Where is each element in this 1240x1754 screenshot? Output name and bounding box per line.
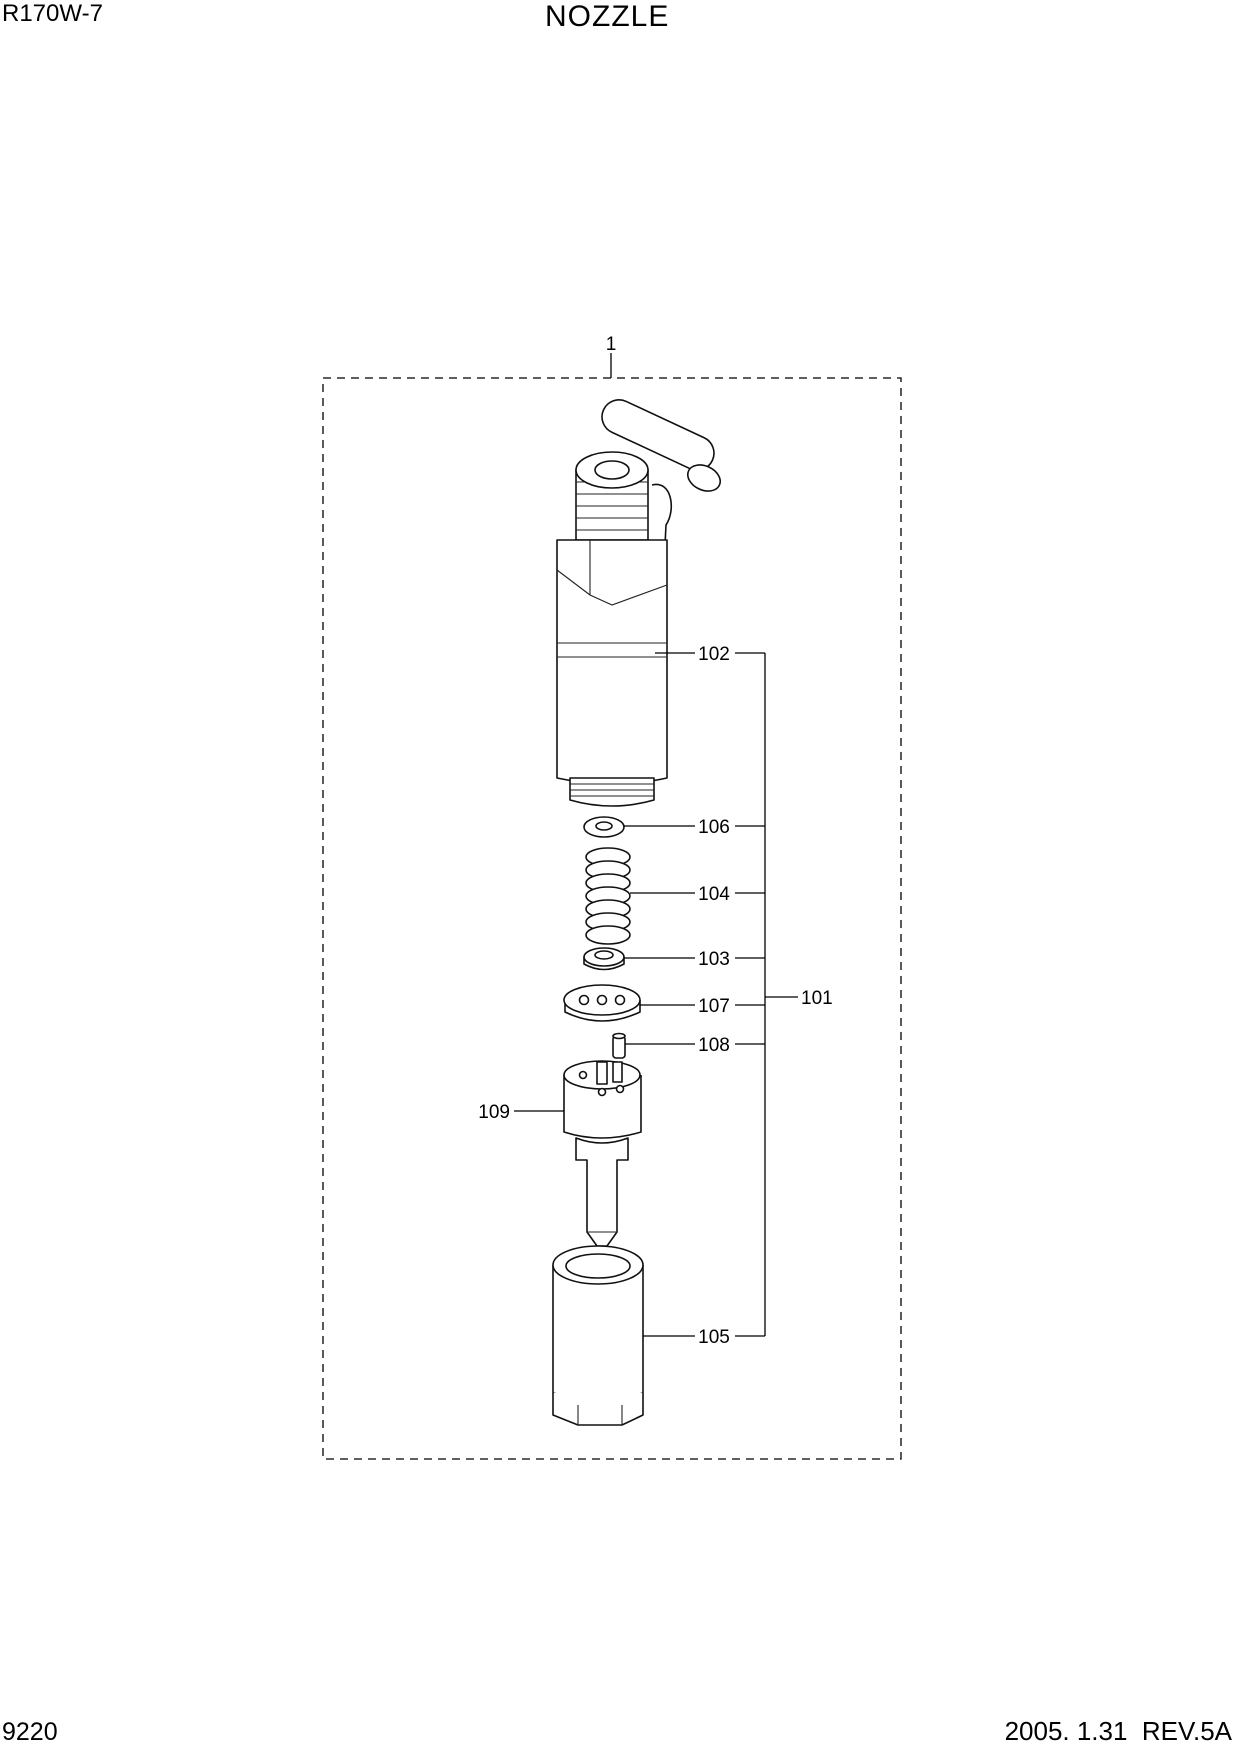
assembly-boundary bbox=[322, 377, 902, 1460]
assembly-label: 1 bbox=[606, 334, 617, 355]
callout-103: 103 bbox=[698, 949, 730, 970]
part-104-spring bbox=[585, 847, 631, 945]
model-number: R170W-7 bbox=[2, 0, 103, 27]
date-revision: 2005. 1.31 REV.5A bbox=[1004, 1716, 1232, 1746]
callout-101: 101 bbox=[801, 988, 833, 1009]
callout-108: 108 bbox=[698, 1035, 730, 1056]
callout-109: 109 bbox=[478, 1102, 510, 1123]
callout-106: 106 bbox=[698, 817, 730, 838]
part-106-washer bbox=[583, 816, 625, 838]
part-103-spring-seat bbox=[583, 947, 625, 971]
callout-105: 105 bbox=[698, 1327, 730, 1348]
part-107-distance-piece bbox=[563, 984, 641, 1022]
page-number: 9220 bbox=[2, 1718, 58, 1746]
part-102-nozzle-holder bbox=[556, 399, 722, 807]
part-108-pin bbox=[612, 1032, 626, 1059]
callout-107: 107 bbox=[698, 996, 730, 1017]
part-105-retaining-nut bbox=[552, 1245, 644, 1426]
callout-102: 102 bbox=[698, 644, 730, 665]
page-title: NOZZLE bbox=[545, 0, 670, 33]
part-109-nozzle-body bbox=[563, 1060, 642, 1247]
callout-leaders bbox=[514, 652, 798, 1337]
callout-104: 104 bbox=[698, 884, 730, 905]
